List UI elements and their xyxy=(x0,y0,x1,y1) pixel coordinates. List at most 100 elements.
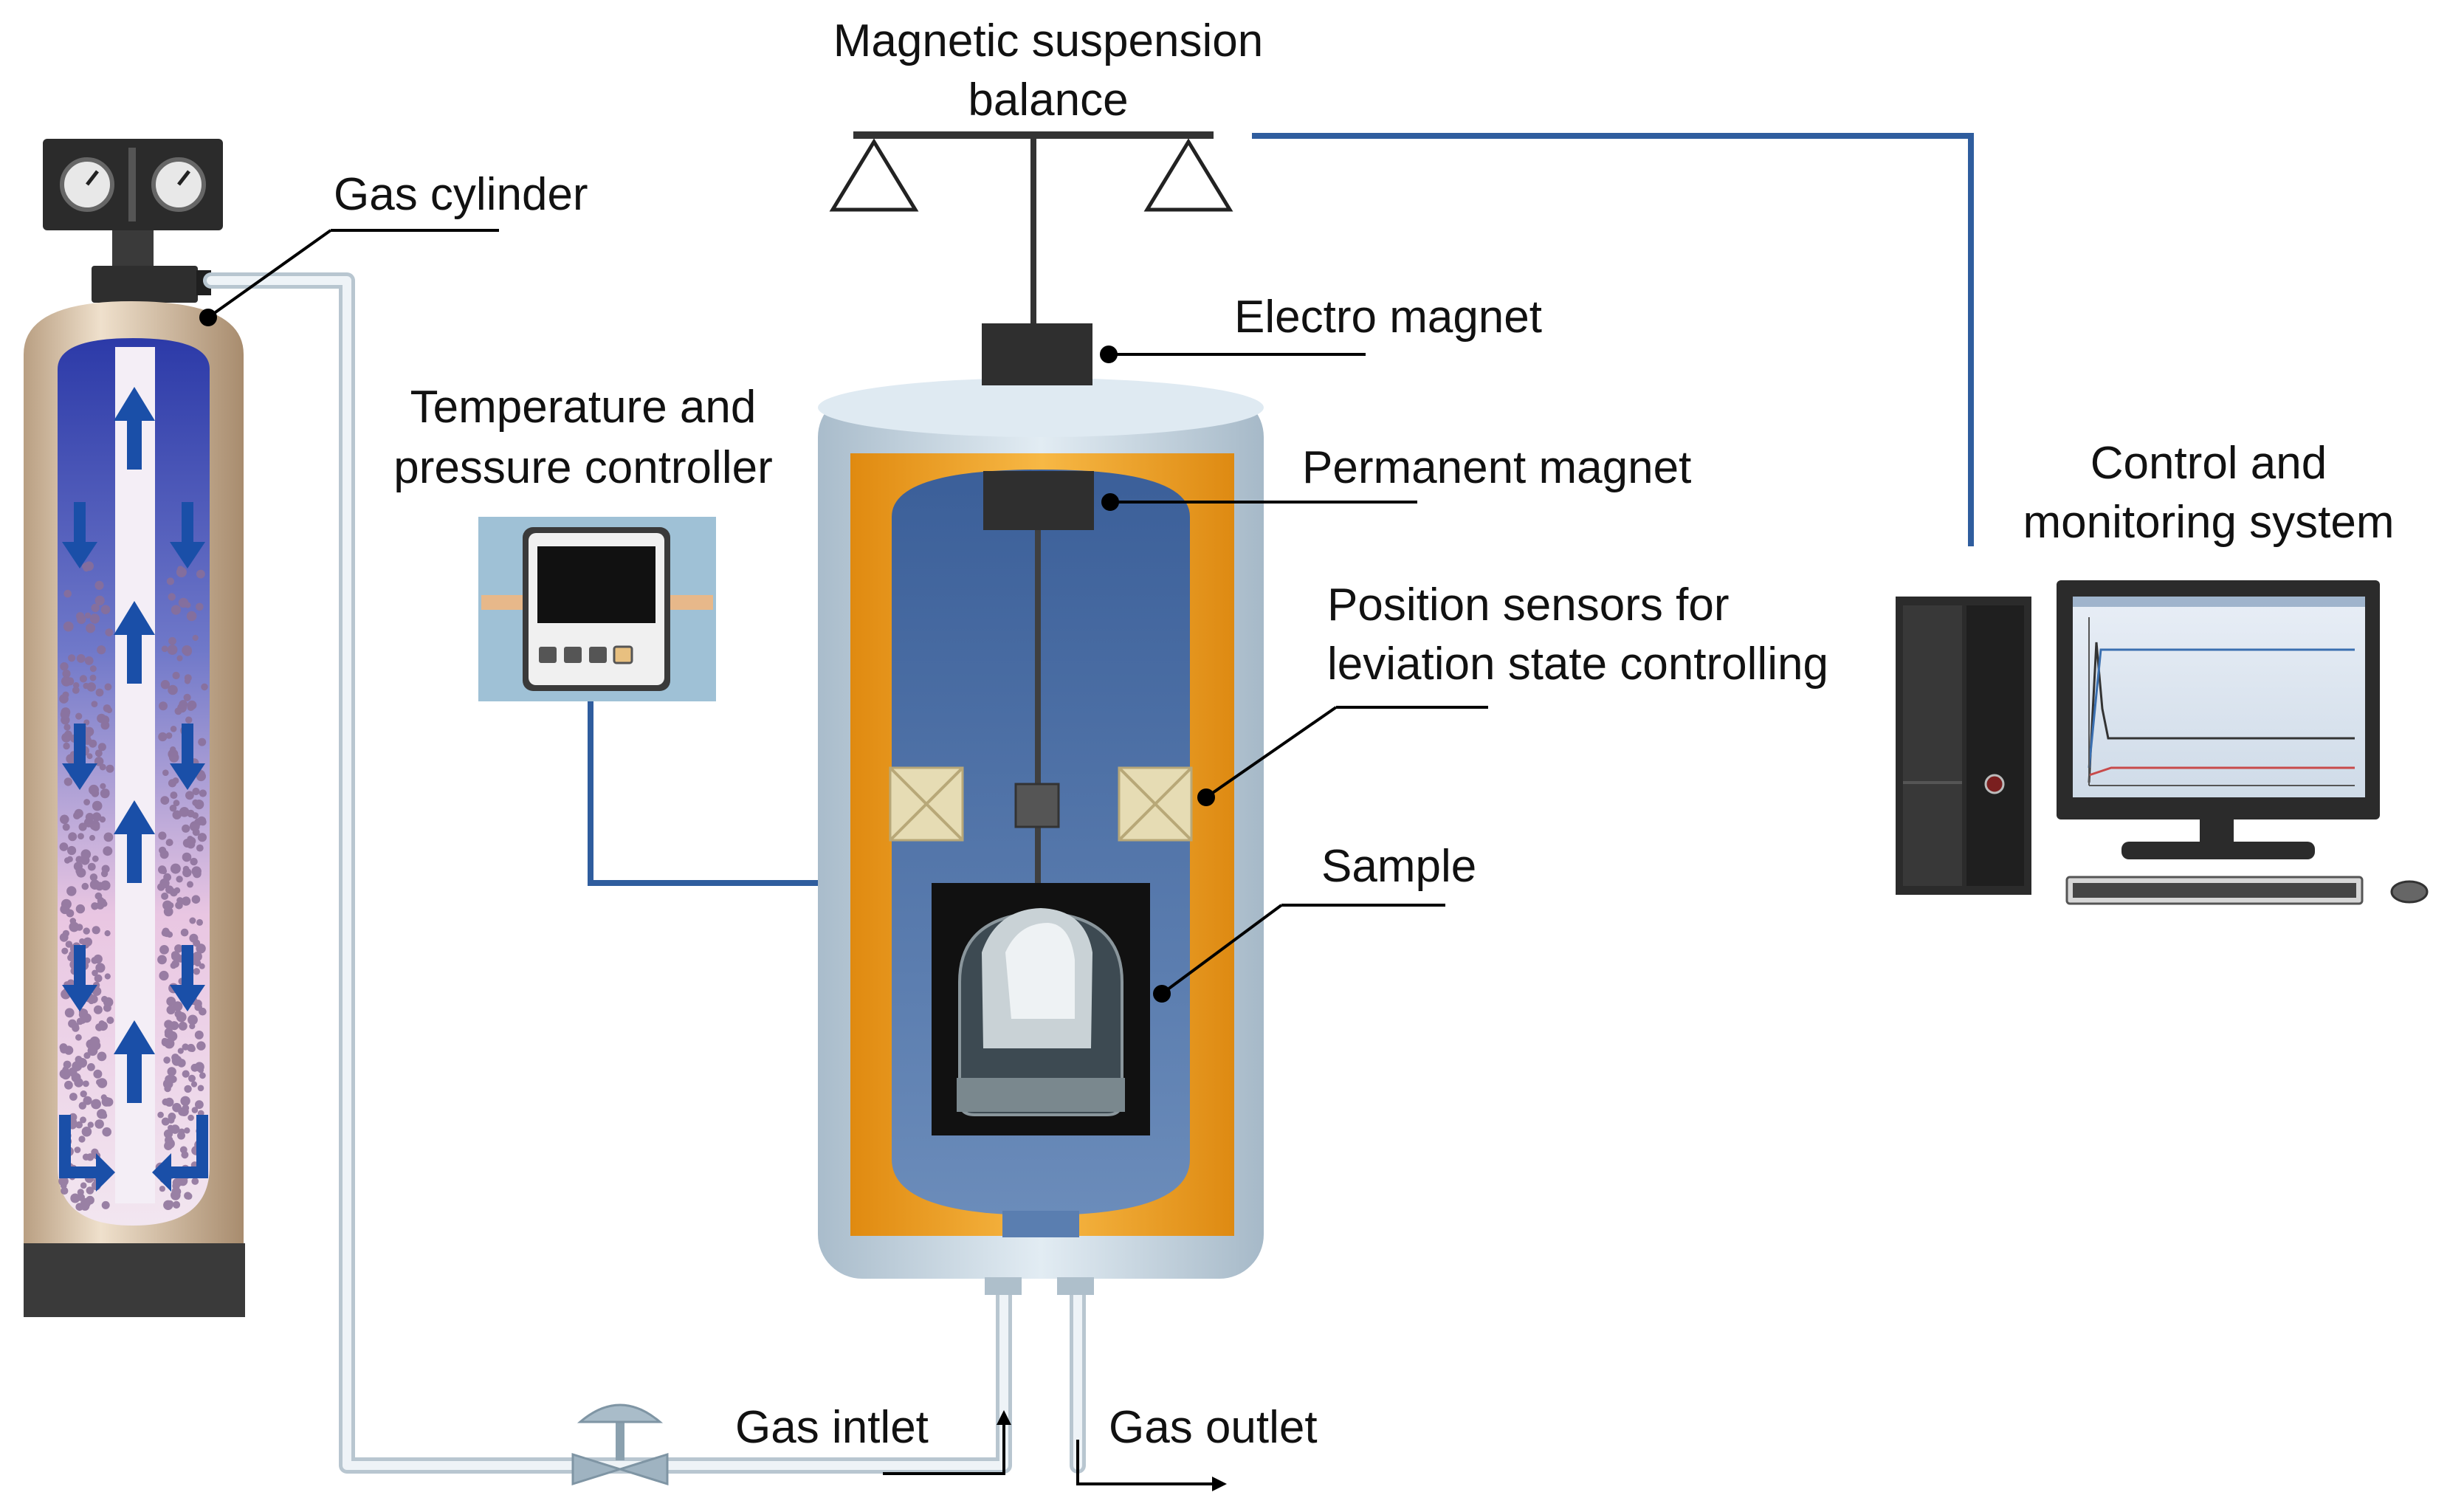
particle xyxy=(159,945,169,955)
particle xyxy=(182,867,192,878)
temperature-pressure-controller xyxy=(478,517,716,701)
particle xyxy=(63,589,72,598)
particle xyxy=(197,833,207,842)
particle xyxy=(101,865,110,873)
turn-arrow-icon xyxy=(59,1115,115,1192)
particle xyxy=(161,645,168,653)
label-control-line1: Control and xyxy=(2090,438,2327,489)
particle xyxy=(87,1063,95,1071)
particle xyxy=(194,1030,204,1040)
particle xyxy=(177,566,184,573)
particle xyxy=(170,791,178,800)
particle xyxy=(170,726,177,732)
particle xyxy=(194,960,202,967)
particle xyxy=(191,895,201,904)
particle xyxy=(187,1014,198,1025)
particle xyxy=(81,882,89,890)
particle xyxy=(82,1153,90,1161)
particle xyxy=(184,1127,190,1134)
particle xyxy=(89,834,95,841)
particle xyxy=(80,1197,91,1209)
particle xyxy=(192,952,202,962)
particle xyxy=(179,807,190,817)
controller-to-cell-line xyxy=(588,701,818,886)
particle xyxy=(168,636,176,645)
label-gas-outlet: Gas outlet xyxy=(1109,1402,1318,1453)
particle xyxy=(69,921,80,932)
particle xyxy=(59,842,69,851)
particle xyxy=(176,876,183,883)
particle xyxy=(86,623,96,633)
particle xyxy=(100,605,111,614)
particle xyxy=(186,611,197,622)
turn-arrow-icon xyxy=(152,1115,208,1192)
particle xyxy=(165,1075,174,1084)
particle xyxy=(165,1138,175,1149)
particle xyxy=(196,918,203,926)
particle xyxy=(168,779,177,788)
particle xyxy=(192,812,199,819)
particle xyxy=(100,1094,107,1101)
particle xyxy=(190,1081,198,1087)
particle xyxy=(170,962,177,969)
particle xyxy=(89,784,99,795)
particle xyxy=(73,682,80,689)
particle xyxy=(103,704,111,712)
gas-outlet-arrow xyxy=(1076,1440,1227,1491)
particle xyxy=(86,682,96,692)
particle xyxy=(76,867,86,878)
label-temp-line2: pressure controller xyxy=(393,442,772,493)
cylinder-valve-stem xyxy=(112,230,154,267)
particle xyxy=(83,799,90,805)
cell-outlet-port xyxy=(1057,1277,1094,1295)
sample-basket xyxy=(932,883,1150,1135)
gauge-divider xyxy=(128,148,136,221)
gas-cylinder xyxy=(24,139,245,1317)
particle xyxy=(160,867,168,875)
particle xyxy=(196,1041,206,1051)
label-balance-line1: Magnetic suspension xyxy=(833,16,1263,66)
particle xyxy=(196,602,204,611)
particle xyxy=(168,1113,176,1121)
particle xyxy=(102,1127,111,1137)
particle xyxy=(80,1182,87,1189)
particle xyxy=(196,844,204,852)
particle xyxy=(190,934,197,941)
controller-display xyxy=(537,546,655,623)
keyboard-icon xyxy=(2065,876,2364,905)
label-permanent-magnet: Permanent magnet xyxy=(1302,442,1691,493)
particle xyxy=(60,904,70,915)
particle xyxy=(157,883,165,891)
particle xyxy=(99,816,106,823)
particle xyxy=(193,1000,202,1008)
particle xyxy=(178,1107,187,1116)
particle xyxy=(199,818,207,826)
particle xyxy=(63,1045,74,1055)
pressure-gauge-icon xyxy=(60,157,114,212)
particle xyxy=(177,1048,184,1054)
particle xyxy=(162,1098,170,1106)
particle xyxy=(65,941,73,948)
particle xyxy=(62,929,69,937)
particle xyxy=(83,1080,89,1087)
particle xyxy=(104,683,112,691)
particle xyxy=(78,1135,86,1143)
particle xyxy=(75,1034,82,1041)
balance-pan-right xyxy=(1143,138,1233,212)
particle xyxy=(83,927,90,935)
particle xyxy=(104,973,111,980)
particle xyxy=(189,1045,196,1052)
particle xyxy=(72,1061,83,1071)
valve-icon xyxy=(571,1403,669,1486)
text-labels: Magnetic suspension balance Gas cylinder… xyxy=(334,16,2395,1453)
particle xyxy=(168,1033,176,1040)
particle xyxy=(184,678,191,684)
particle xyxy=(63,724,71,731)
particle xyxy=(89,739,97,748)
balance-beam xyxy=(853,131,1214,139)
particle xyxy=(201,683,208,691)
particle xyxy=(172,810,182,819)
particle xyxy=(92,855,99,862)
particle xyxy=(78,822,87,831)
particle xyxy=(75,1056,83,1063)
